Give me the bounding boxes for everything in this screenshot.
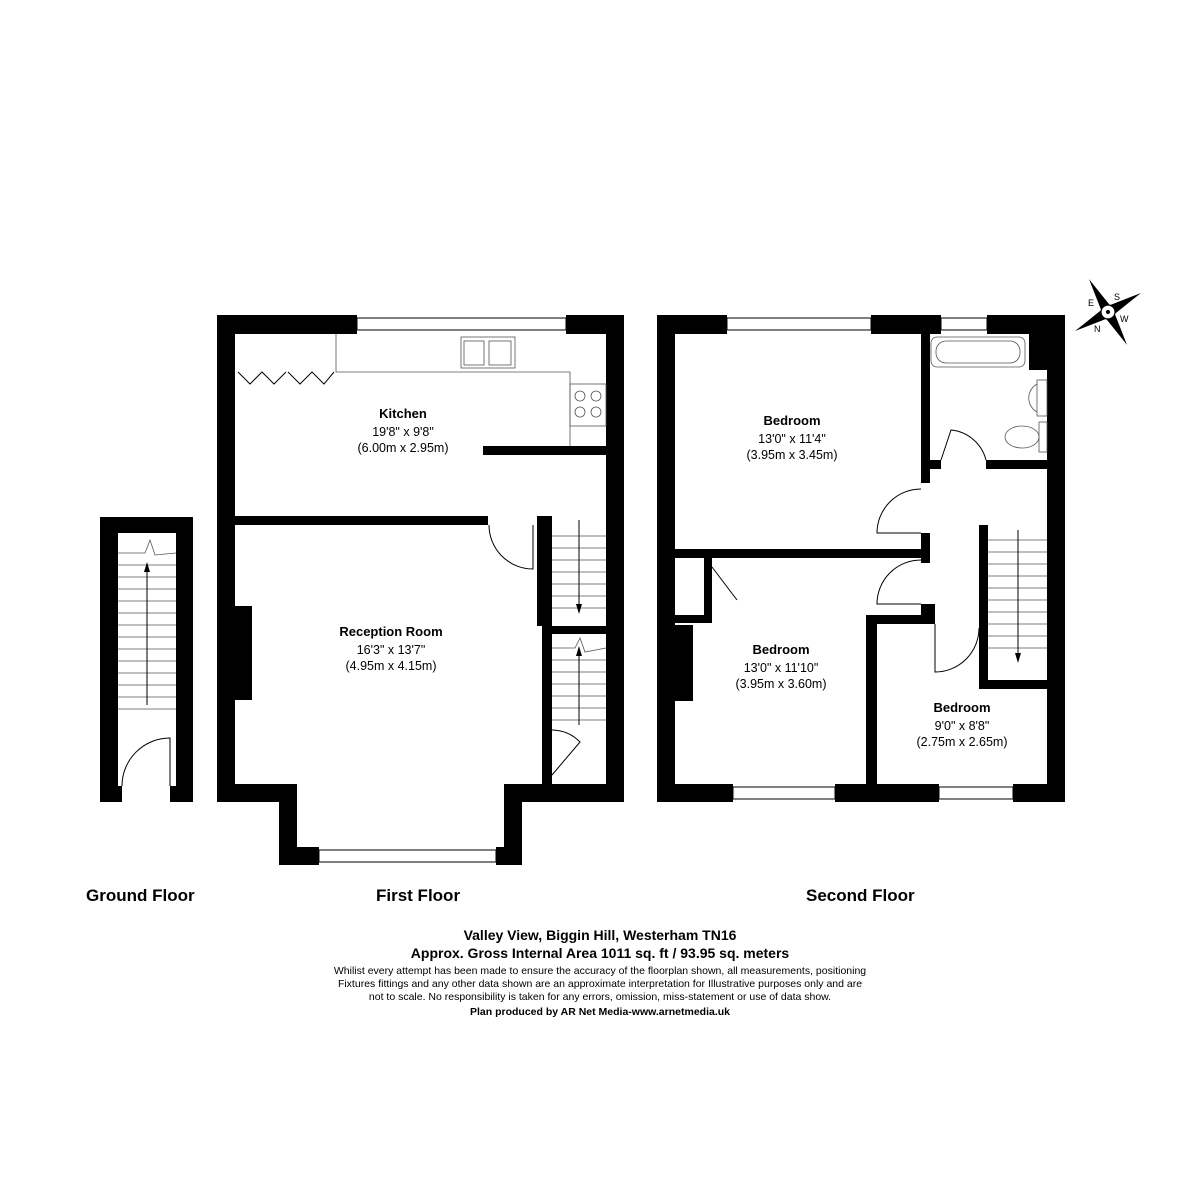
- first-floor-label: First Floor: [376, 886, 461, 905]
- bedroom3-metric: (2.75m x 2.65m): [916, 735, 1007, 749]
- ground-stairs: [118, 538, 177, 710]
- bedroom2-metric: (3.95m x 3.60m): [735, 677, 826, 691]
- kitchen-name: Kitchen: [379, 406, 427, 421]
- basin-icon: [1028, 379, 1048, 417]
- bedroom1-label: Bedroom 13'0" x 11'4" (3.95m x 3.45m): [746, 413, 837, 462]
- second-floor-label: Second Floor: [806, 886, 915, 905]
- first-floor-plan: [217, 315, 624, 865]
- first-stairs-lower: [552, 636, 607, 725]
- reception-metric: (4.95m x 4.15m): [345, 659, 436, 673]
- first-stairs-upper: [552, 520, 606, 614]
- compass-rose-icon: [1075, 279, 1141, 345]
- property-address: Valley View, Biggin Hill, Westerham TN16: [463, 927, 737, 943]
- bedroom1-imperial: 13'0" x 11'4": [758, 432, 826, 446]
- bedroom2-door-swing: [876, 559, 922, 605]
- kitchen-sink-icon: [460, 336, 516, 369]
- kitchen-imperial: 19'8" x 9'8": [372, 425, 434, 439]
- kitchen-metric: (6.00m x 2.95m): [357, 441, 448, 455]
- compass-n: N: [1094, 324, 1101, 334]
- reception-name: Reception Room: [339, 624, 442, 639]
- bath-door-swing: [940, 429, 987, 461]
- stair-door-swing: [551, 729, 581, 776]
- kitchen-folding-doors: [237, 371, 335, 385]
- reception-door-swing: [488, 524, 534, 570]
- bath-icon: [930, 336, 1026, 368]
- bedroom3-imperial: 9'0" x 8'8": [935, 719, 990, 733]
- bedroom1-name: Bedroom: [763, 413, 820, 428]
- second-stairs: [988, 530, 1047, 663]
- second-floor-plan: [657, 315, 1065, 802]
- disclaimer-line-3: not to scale. No responsibility is taken…: [368, 991, 832, 1003]
- reception-imperial: 16'3" x 13'7": [357, 643, 426, 657]
- disclaimer-line-2: Fixtures fittings and any other data sho…: [337, 978, 863, 990]
- bedroom3-door-swing: [934, 624, 980, 673]
- compass-e: E: [1088, 298, 1094, 308]
- ground-floor-plan: [100, 517, 193, 802]
- plan-credit: Plan produced by AR Net Media-www.arnetm…: [469, 1006, 731, 1018]
- cupboard-door-swing: [711, 566, 738, 601]
- bedroom3-label: Bedroom 9'0" x 8'8" (2.75m x 2.65m): [916, 700, 1007, 749]
- bedroom2-imperial: 13'0" x 11'10": [744, 661, 819, 675]
- compass-s: S: [1114, 292, 1120, 302]
- compass-w: W: [1120, 314, 1129, 324]
- disclaimer-line-1: Whilist every attempt has been made to e…: [333, 965, 867, 977]
- gross-area: Approx. Gross Internal Area 1011 sq. ft …: [410, 945, 790, 961]
- bedroom2-name: Bedroom: [752, 642, 809, 657]
- ground-floor-label: Ground Floor: [86, 886, 195, 905]
- kitchen-worktop: [335, 334, 607, 446]
- ground-door-swing: [121, 737, 171, 787]
- bedroom2-label: Bedroom 13'0" x 11'10" (3.95m x 3.60m): [735, 642, 826, 691]
- reception-label: Reception Room 16'3" x 13'7" (4.95m x 4.…: [339, 624, 442, 673]
- disclaimer: Whilist every attempt has been made to e…: [0, 965, 1200, 1004]
- bedroom3-name: Bedroom: [933, 700, 990, 715]
- bedroom1-door-swing: [876, 488, 922, 534]
- bedroom1-metric: (3.95m x 3.45m): [746, 448, 837, 462]
- toilet-icon: [1004, 421, 1048, 453]
- kitchen-label: Kitchen 19'8" x 9'8" (6.00m x 2.95m): [357, 406, 448, 455]
